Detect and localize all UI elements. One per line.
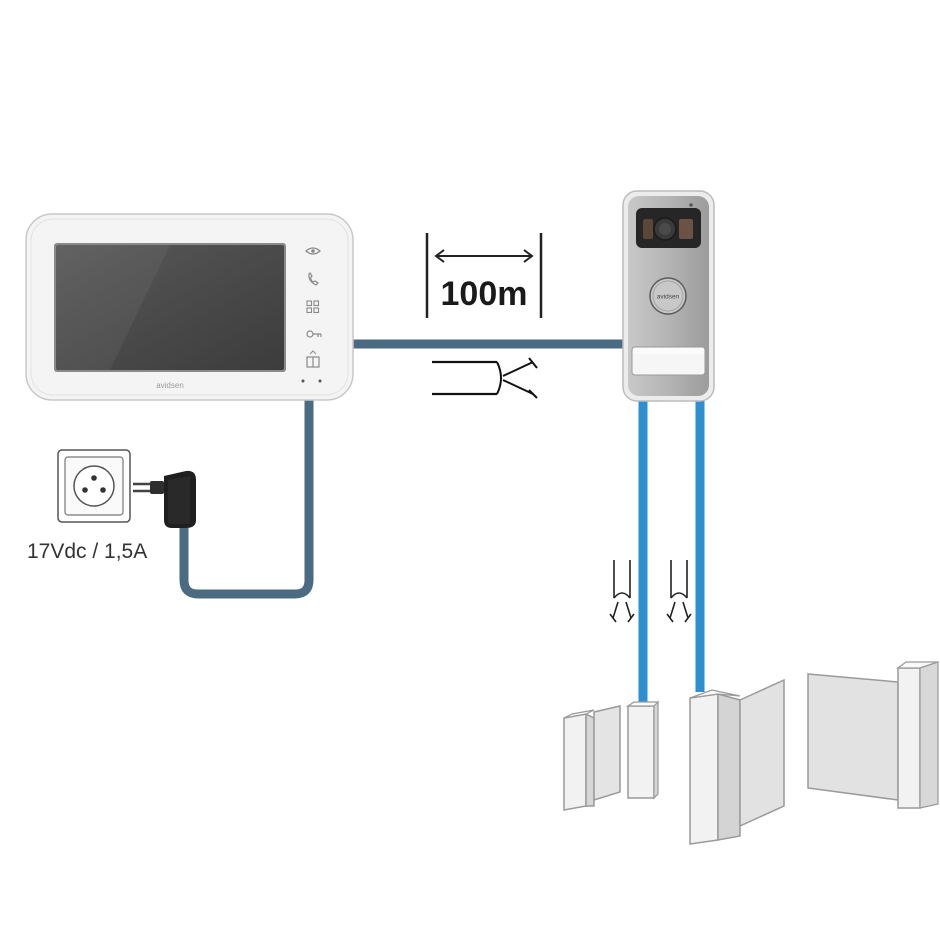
gate-wire-connector-left xyxy=(609,560,635,623)
pedestrian-gate-post-left xyxy=(563,709,595,811)
driveway-gate-leaf-right xyxy=(807,673,899,801)
power-supply-label: 17Vdc / 1,5A xyxy=(27,540,147,563)
pedestrian-gate-post-right xyxy=(626,700,660,800)
two-wire-cable-icon xyxy=(432,357,538,399)
outdoor-doorbell: avidsen xyxy=(622,190,715,402)
driveway-gate-post-right xyxy=(896,661,939,809)
driveway-gate-post-left xyxy=(689,689,741,845)
monitor-screen xyxy=(54,243,286,372)
key-icon[interactable] xyxy=(306,330,322,338)
door-icon[interactable] xyxy=(306,350,320,368)
indicator-led-right xyxy=(318,379,322,383)
wall-socket xyxy=(57,449,131,523)
distance-label: 100m xyxy=(441,275,528,313)
eye-icon[interactable] xyxy=(305,247,321,255)
indicator-led-left xyxy=(301,379,305,383)
camera-module xyxy=(636,203,701,248)
call-button[interactable] xyxy=(649,277,687,315)
phone-icon[interactable] xyxy=(308,272,319,286)
gate-wire-connector-right xyxy=(666,560,692,623)
monitor-brand-logo: avidsen xyxy=(156,381,184,390)
indoor-monitor: avidsen xyxy=(25,213,354,401)
driveway-gate xyxy=(689,661,939,845)
power-adapter xyxy=(133,470,196,528)
intercom-icon[interactable] xyxy=(306,300,320,314)
distance-marker xyxy=(425,233,543,318)
pedestrian-gate xyxy=(563,700,660,811)
pedestrian-gate-leaf xyxy=(593,705,621,802)
driveway-gate-leaf-left xyxy=(739,678,785,828)
doorbell-brand-logo: avidsen xyxy=(657,294,680,301)
power-cable xyxy=(179,398,314,599)
